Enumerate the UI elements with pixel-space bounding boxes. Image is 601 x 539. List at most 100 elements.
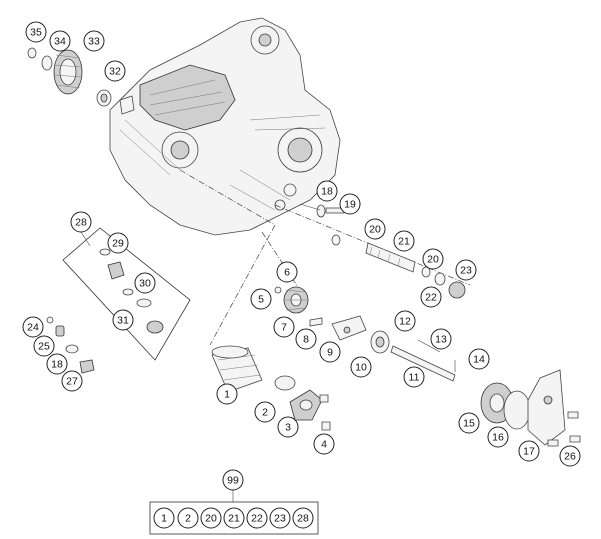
callout-circle xyxy=(339,193,361,215)
callout-number: 28 xyxy=(75,217,87,229)
callout-circle xyxy=(393,230,415,252)
callout-c16: 16 xyxy=(487,426,509,448)
callout-circle xyxy=(107,232,129,254)
callout-c5: 5 xyxy=(250,288,272,310)
callout-circle xyxy=(83,30,105,52)
callout-c17: 17 xyxy=(518,440,540,462)
callout-number: 9 xyxy=(327,347,333,359)
callout-c28: 28 xyxy=(70,211,92,233)
centerline-oil-pump xyxy=(179,169,276,346)
callout-circle xyxy=(276,261,298,283)
callout-number: 24 xyxy=(27,322,39,334)
callout-number: 15 xyxy=(463,418,475,430)
callout-c24: 24 xyxy=(22,316,44,338)
idler-gear-assembly xyxy=(27,47,112,107)
callout-number: 13 xyxy=(435,334,447,346)
kit-item: 22 xyxy=(246,507,268,529)
callout-circle xyxy=(364,218,386,240)
callout-number: 25 xyxy=(38,341,50,353)
callout-number: 18 xyxy=(51,359,63,371)
callout-c27: 27 xyxy=(61,370,83,392)
callout-number: 30 xyxy=(139,278,151,290)
kit-item-circle xyxy=(200,507,222,529)
callout-number: 10 xyxy=(355,362,367,374)
callout-number: 12 xyxy=(399,316,411,328)
callout-c21: 21 xyxy=(393,230,415,252)
callout-circle xyxy=(468,348,490,370)
callout-number: 27 xyxy=(66,376,78,388)
kit-item-number: 21 xyxy=(228,513,240,525)
callout-number: 4 xyxy=(321,439,327,451)
callout-circle xyxy=(22,316,44,338)
callout-c20a: 20 xyxy=(364,218,386,240)
balancer-shaft-assembly xyxy=(299,203,466,299)
callout-c8: 8 xyxy=(295,328,317,350)
callout-number: 18 xyxy=(321,186,333,198)
callout-number: 11 xyxy=(409,372,420,384)
engine-crankcase xyxy=(109,17,341,236)
callout-c9: 9 xyxy=(319,341,341,363)
callout-c7: 7 xyxy=(273,316,295,338)
callout-number: 32 xyxy=(109,66,121,78)
callout-circle xyxy=(316,180,338,202)
kit-item: 28 xyxy=(292,507,314,529)
oil-pump-drive xyxy=(274,286,456,382)
kit-box-99 xyxy=(149,490,319,535)
callout-c3: 3 xyxy=(277,416,299,438)
centerline-pump-gear xyxy=(261,231,301,291)
callout-number: 33 xyxy=(88,36,100,48)
callout-circle xyxy=(455,259,477,281)
callout-number: 22 xyxy=(425,292,437,304)
kit-item-circle xyxy=(153,507,175,529)
callout-circle xyxy=(254,401,276,423)
callout-c23: 23 xyxy=(455,259,477,281)
callout-circle xyxy=(49,30,71,52)
kit-item-number: 2 xyxy=(185,513,191,525)
callout-circle xyxy=(134,272,156,294)
callout-c14: 14 xyxy=(468,348,490,370)
callout-number: 8 xyxy=(303,334,309,346)
callout-c33: 33 xyxy=(83,30,105,52)
kit-item-number: 1 xyxy=(161,513,167,525)
callout-number: 16 xyxy=(492,432,504,444)
callout-circle xyxy=(112,309,134,331)
callout-c34: 34 xyxy=(49,30,71,52)
callout-c11: 11 xyxy=(403,366,425,388)
callout-c18a: 18 xyxy=(46,353,68,375)
callout-circle xyxy=(559,445,581,467)
kit-item-circle xyxy=(223,507,245,529)
kit-item-labels: 1 2 20 21 22 23 28 xyxy=(153,507,314,529)
callout-c31: 31 xyxy=(112,309,134,331)
callout-c19: 19 xyxy=(339,193,361,215)
callout-number: 35 xyxy=(30,27,42,39)
kit-item-number: 28 xyxy=(297,513,309,525)
callout-circle xyxy=(104,60,126,82)
kit-item: 20 xyxy=(200,507,222,529)
callout-c99: 99 xyxy=(222,469,244,491)
callout-number: 29 xyxy=(112,238,124,250)
kit-item-number: 23 xyxy=(274,513,286,525)
callout-c35: 35 xyxy=(25,21,47,43)
callout-number: 6 xyxy=(284,267,290,279)
callout-number: 5 xyxy=(258,294,264,306)
callout-circle xyxy=(33,335,55,357)
kit-item: 21 xyxy=(223,507,245,529)
callout-number: 31 xyxy=(117,315,129,327)
callout-c26: 26 xyxy=(559,445,581,467)
kit-item-number: 20 xyxy=(205,513,217,525)
callout-circle xyxy=(313,433,335,455)
callout-circle xyxy=(70,211,92,233)
callout-circle xyxy=(319,341,341,363)
callout-c30: 30 xyxy=(134,272,156,294)
callout-circle xyxy=(458,412,480,434)
callout-c18b: 18 xyxy=(316,180,338,202)
callout-number: 19 xyxy=(344,199,356,211)
callout-circle xyxy=(487,426,509,448)
callout-c10: 10 xyxy=(350,356,372,378)
callout-circle xyxy=(46,353,68,375)
callout-c20b: 20 xyxy=(422,248,444,270)
callout-c29: 29 xyxy=(107,232,129,254)
callout-circle xyxy=(420,286,442,308)
